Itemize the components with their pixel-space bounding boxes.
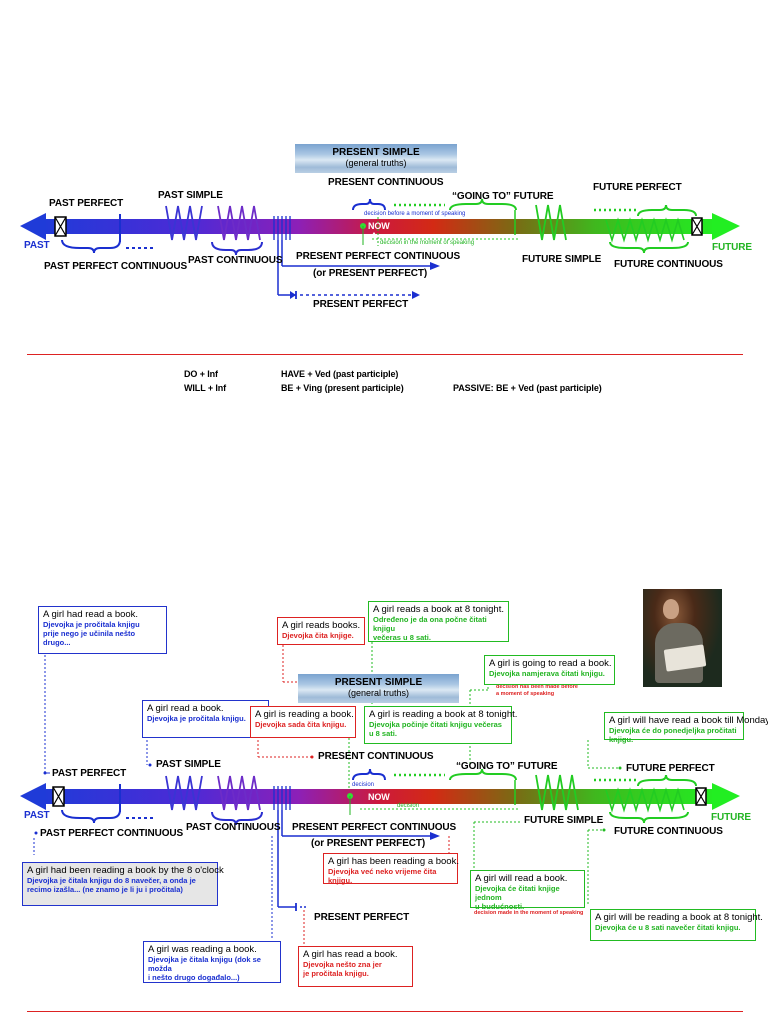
going-to-label: “GOING TO” FUTURE bbox=[452, 191, 554, 202]
past-simple-label-2: PAST SIMPLE bbox=[156, 759, 221, 770]
past-perfect-label-2: PAST PERFECT bbox=[52, 768, 127, 779]
past-perfect-continuous-label-2: PAST PERFECT CONTINUOUS bbox=[40, 828, 184, 839]
present-perfect-label-2: PRESENT PERFECT bbox=[314, 912, 410, 923]
example-future-perfect: A girl will have read a book till Monday… bbox=[604, 712, 768, 744]
past-perfect-label: PAST PERFECT bbox=[49, 198, 124, 209]
top-timeline bbox=[20, 198, 740, 299]
example-hr: Djevojka je čitala knjigu do 8 navečer, … bbox=[27, 876, 196, 894]
note-decision: decision bbox=[397, 803, 420, 809]
present-simple-label: PRESENT SIMPLE bbox=[332, 147, 420, 158]
general-truths-label: (general truths) bbox=[345, 158, 407, 168]
example-en: A girl read a book. bbox=[147, 703, 224, 714]
present-continuous-label-2: PRESENT CONTINUOUS bbox=[318, 751, 434, 762]
example-hr: Djevojka sada čita knjigu. bbox=[255, 720, 347, 729]
example-en: A girl has read a book. bbox=[303, 949, 398, 960]
general-truths-label-2: (general truths) bbox=[347, 688, 410, 698]
example-present-simple: A girl reads books. Djevojka čita knjige… bbox=[277, 617, 365, 645]
future-simple-label: FUTURE SIMPLE bbox=[522, 254, 602, 265]
future-label: FUTURE bbox=[712, 242, 752, 253]
girl-reading-photo bbox=[643, 589, 722, 687]
past-label: PAST bbox=[24, 240, 50, 251]
note-in-speaking: decision in the moment of speaking bbox=[380, 240, 475, 246]
example-hr: Djevojka počinje čitati knjigu večeras u… bbox=[369, 720, 502, 738]
example-en: A girl had read a book. bbox=[43, 609, 139, 620]
example-hr: Djevojka već neko vrijeme čita knjigu. bbox=[328, 867, 437, 885]
future-perfect-label: FUTURE PERFECT bbox=[593, 182, 682, 193]
bottom-timeline bbox=[20, 642, 740, 945]
example-past-perfect: A girl had read a book. Djevojka je proč… bbox=[38, 606, 167, 654]
future-continuous-label: FUTURE CONTINUOUS bbox=[614, 259, 723, 270]
form-will-inf: WILL + Inf bbox=[184, 383, 227, 393]
note-made-before: decision has been made before a moment o… bbox=[496, 684, 578, 697]
example-en: A girl is reading a book at 8 tonight. bbox=[369, 709, 518, 720]
going-to-label-2: “GOING TO” FUTURE bbox=[456, 761, 558, 772]
example-en: A girl is going to read a book. bbox=[489, 658, 612, 669]
divider-top bbox=[27, 354, 743, 355]
note-before-speaking: decision before a moment of speaking bbox=[364, 211, 466, 217]
note-now-decision: decision bbox=[352, 782, 375, 788]
or-present-perfect-label-2: (or PRESENT PERFECT) bbox=[311, 838, 426, 849]
example-tonight-simple: A girl reads a book at 8 tonight. Određe… bbox=[368, 601, 509, 642]
example-en: A girl has been reading a book. bbox=[328, 856, 459, 867]
example-en: A girl will be reading a book at 8 tonig… bbox=[595, 912, 763, 923]
future-perfect-label-2: FUTURE PERFECT bbox=[626, 763, 715, 774]
present-perfect-continuous-label-2: PRESENT PERFECT CONTINUOUS bbox=[292, 822, 457, 833]
future-continuous-label-2: FUTURE CONTINUOUS bbox=[614, 826, 723, 837]
past-continuous-label-2: PAST CONTINUOUS bbox=[186, 822, 281, 833]
example-hr: Djevojka će do ponedjeljka pročitati knj… bbox=[609, 726, 737, 744]
example-hr: Određeno je da ona počne čitati knjigu v… bbox=[373, 615, 487, 642]
future-label-2: FUTURE bbox=[711, 812, 751, 823]
example-hr: Djevojka nešto zna jer je pročitala knji… bbox=[303, 960, 382, 978]
example-future-cont: A girl will be reading a book at 8 tonig… bbox=[590, 909, 763, 941]
example-hr: Djevojka je pročitala knjigu prije nego … bbox=[43, 620, 140, 647]
example-going-to: A girl is going to read a book. Djevojka… bbox=[484, 655, 615, 685]
example-en: A girl had been reading a book by the 8 … bbox=[27, 865, 224, 876]
example-past-perfect-cont: A girl had been reading a book by the 8 … bbox=[22, 862, 224, 906]
divider-bottom bbox=[27, 1011, 743, 1012]
example-future-simple: A girl will read a book. Djevojka će čit… bbox=[470, 870, 585, 911]
example-hr: Djevojka čita knjige. bbox=[282, 631, 354, 640]
example-hr: Djevojka namjerava čitati knjigu. bbox=[489, 669, 605, 678]
past-simple-label: PAST SIMPLE bbox=[158, 190, 223, 201]
example-en: A girl will read a book. bbox=[475, 873, 568, 884]
sky-image-bottom: PRESENT SIMPLE (general truths) bbox=[298, 674, 459, 703]
past-continuous-label: PAST CONTINUOUS bbox=[188, 255, 283, 266]
past-label-2: PAST bbox=[24, 810, 50, 821]
example-en: A girl was reading a book. bbox=[148, 944, 257, 955]
example-tonight-cont: A girl is reading a book at 8 tonight. D… bbox=[364, 706, 518, 744]
past-perfect-continuous-label: PAST PERFECT CONTINUOUS bbox=[44, 261, 188, 272]
note-made-in: decision made in the moment of speaking bbox=[474, 910, 584, 916]
example-hr: Djevojka je čitala knjigu (dok se možda … bbox=[148, 955, 261, 982]
form-passive: PASSIVE: BE + Ved (past participle) bbox=[453, 383, 602, 393]
example-present-cont: A girl is reading a book. Djevojka sada … bbox=[250, 706, 356, 738]
sky-image-top: PRESENT SIMPLE (general truths) bbox=[295, 144, 457, 173]
example-en: A girl reads a book at 8 tonight. bbox=[373, 604, 504, 615]
present-perfect-continuous-label: PRESENT PERFECT CONTINUOUS bbox=[296, 251, 461, 262]
now-label-2: NOW bbox=[368, 792, 390, 802]
present-simple-label-2: PRESENT SIMPLE bbox=[334, 677, 423, 688]
example-en: A girl reads books. bbox=[282, 620, 361, 631]
example-hr: Djevojka će u 8 sati navečer čitati knji… bbox=[595, 923, 741, 932]
form-do-inf: DO + Inf bbox=[184, 369, 218, 379]
present-continuous-label: PRESENT CONTINUOUS bbox=[328, 177, 444, 188]
form-be-ving: BE + Ving (present participle) bbox=[281, 383, 404, 393]
future-simple-label-2: FUTURE SIMPLE bbox=[524, 815, 604, 826]
present-perfect-label: PRESENT PERFECT bbox=[313, 299, 409, 310]
now-label: NOW bbox=[368, 221, 390, 231]
example-en: A girl will have read a book till Monday… bbox=[609, 715, 768, 726]
example-en: A girl is reading a book. bbox=[255, 709, 354, 720]
example-past-cont: A girl was reading a book. Djevojka je č… bbox=[143, 941, 281, 983]
form-have-ved: HAVE + Ved (past participle) bbox=[281, 369, 399, 379]
example-past-simple: A girl read a book. Djevojka je pročital… bbox=[142, 700, 269, 738]
example-hr: Djevojka je pročitala knjigu. bbox=[147, 714, 246, 723]
example-present-perfect-cont: A girl has been reading a book. Djevojka… bbox=[323, 853, 459, 885]
or-present-perfect-label: (or PRESENT PERFECT) bbox=[313, 268, 428, 279]
example-present-perfect: A girl has read a book. Djevojka nešto z… bbox=[298, 946, 413, 987]
example-hr: Djevojka će čitati knjige jednom u buduć… bbox=[475, 884, 560, 911]
